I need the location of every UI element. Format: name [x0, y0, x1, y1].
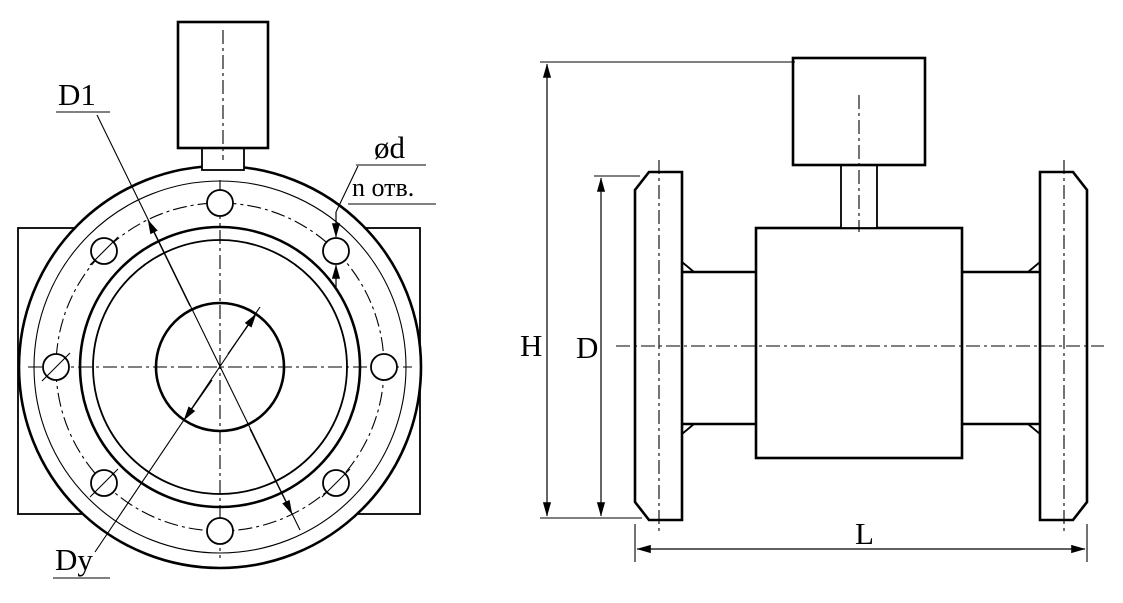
bolt-hole	[322, 237, 350, 265]
pipe-chamfer	[1027, 423, 1041, 435]
pipe-chamfer	[681, 261, 695, 273]
label-l: L	[855, 516, 874, 551]
hole-leader-line	[335, 165, 359, 213]
bolt-hole	[206, 517, 234, 545]
bolt-hole	[206, 189, 234, 217]
l-dimension: L	[634, 516, 1088, 562]
dy-arrow-upper	[227, 313, 257, 355]
h-dimension: H	[520, 61, 795, 519]
front-view: D1 Dy ød n отв.	[17, 20, 436, 579]
d1-arrow-upper	[147, 219, 191, 307]
dy-dimension: Dy	[53, 306, 261, 579]
dy-arrow-lower	[183, 379, 213, 421]
pipe-chamfer	[1027, 261, 1041, 273]
d-dimension: D	[576, 175, 640, 517]
bolt-hole-tick	[89, 468, 119, 498]
meter-body	[754, 226, 964, 460]
label-hole-count: n отв.	[352, 173, 414, 202]
bolt-hole	[370, 353, 398, 381]
label-d: D	[576, 330, 598, 365]
bolt-hole-tick	[41, 352, 71, 382]
label-dy: Dy	[55, 542, 93, 577]
d1-arrow-lower	[249, 428, 293, 515]
side-view: H D L	[520, 56, 1104, 562]
hole-callout: ød n отв.	[331, 130, 436, 290]
pipe-chamfer	[681, 423, 695, 435]
bolt-holes	[41, 189, 398, 545]
d1-dimension: D1	[56, 77, 301, 531]
label-d1: D1	[58, 77, 96, 112]
label-h: H	[520, 328, 542, 363]
bolt-hole-tick	[89, 236, 119, 266]
pipe-sections	[681, 261, 1041, 435]
bolt-hole-tick	[321, 468, 351, 498]
label-hole-diameter: ød	[374, 130, 406, 165]
